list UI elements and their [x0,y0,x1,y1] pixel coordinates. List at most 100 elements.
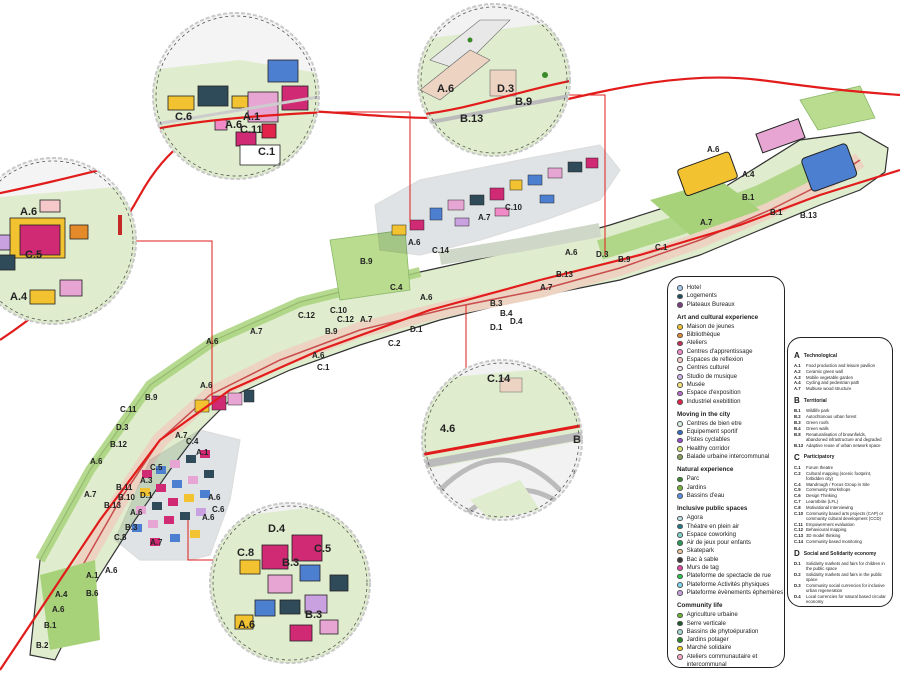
legend-strategy-text: Adaptive reuse of urban network space [806,442,881,448]
zone-label: D.1 [410,325,423,334]
legend-strategy-code: A.7 [794,386,801,392]
zone-label: A.7 [150,538,163,547]
strategy-legend: A Technological A.1 Food production and … [787,337,893,607]
legend-strategy-text: Wildlife park [806,408,830,414]
legend-strategy-item: C.13 3D model thinking [794,533,887,538]
legend-item: Equipement sportif [677,428,778,436]
legend-item: Ateliers communautaire et [677,653,778,661]
legend-strategy-text: Community Workshops [806,487,851,493]
legend-item: Pistes cyclables [677,436,778,444]
legend-item-label: Balade urbaine intercommunal [686,453,770,461]
legend-strategy-code: B.8 [794,431,801,437]
zone-label: A.6 [105,566,118,575]
legend-strategy-code: B.1 [794,408,801,414]
zone-label: B.9 [515,96,532,108]
legend-section-header: B Territorial [794,396,887,405]
legend-item-label: Ateliers [686,339,707,347]
zone-label: C.10 [505,203,522,212]
legend-swatch [677,357,683,364]
legend-item-label: Centres de bien etre [686,419,742,427]
legend-item-label: Plateforme évènements éphemères [686,588,784,596]
legend-strategy-code: B.13 [794,442,804,448]
zone-label: A.6 [206,337,219,346]
legend-strategy-text: LearnIbrite (LFL) [806,498,839,504]
legend-swatch [677,620,683,627]
legend-item-label: Bac à sable [686,555,719,563]
legend-swatch [677,349,683,355]
legend-item: Espaces de reflexion [677,356,778,364]
legend-swatch [677,324,683,330]
zone-label: B.11 [116,483,133,492]
zone-label: B.9 [145,393,158,402]
legend-strategy-code: C.1 [794,464,801,470]
zone-label: A.7 [700,218,713,227]
legend-item: Centres culturel [677,364,778,372]
legend-strategy-code: D.3 [794,583,801,589]
legend-strategy-code: C.2 [794,470,801,476]
legend-item: Industriel exebitition [677,398,778,406]
magnifier-lens-c14: C.14 4.6 B. D [421,359,583,521]
legend-strategy-code: C.4 [794,481,801,487]
legend-strategy-text: Local currencies for natural based circu… [806,594,886,605]
zone-label: D.4 [268,523,286,535]
legend-item-label: Healthy corridor [686,444,730,452]
legend-item-label: Centres d'apprentissage [686,347,753,355]
zone-label: C.6 [212,505,225,514]
legend-strategy-code: B.2 [794,414,801,420]
magnifier-lens-c5: A.6 C.5 A.4 [0,157,137,325]
legend-item-label: Espace d'exposition [686,389,741,397]
legend-swatch [677,429,683,436]
legend-section-title: Community life [677,602,723,610]
legend-strategy-item: C.8 Motivational Interviewing [794,505,887,510]
legend-swatch [677,454,683,460]
zone-label: B.9 [325,327,338,336]
legend-item: Murs de tag [677,564,778,572]
legend-swatch [677,590,683,596]
legend-item: Plateforme Activités physiques [677,581,778,589]
zone-label: B.9 [360,257,373,266]
legend-strategy-code: C.8 [794,504,801,510]
legend-item-label: Logements [686,292,717,300]
legend-item: Healthy corridor [677,445,778,453]
legend-strategy-item: B.4 Green walls [794,426,887,431]
legend-strategy-code: C.5 [794,487,801,493]
legend-swatch [677,332,683,339]
legend-swatch [677,548,683,555]
zone-label: B.3 [282,557,299,569]
legend-item: Balade urbaine intercommunal [677,453,778,461]
legend-strategy-text: Forum theatre [806,464,833,470]
legend-strategy-item: D.1 Solidarity markets and fairs for chi… [794,561,887,571]
legend-item: Bac à sable [677,556,778,564]
magnifier-lens-c6: C.6 A.1 A.6 C.11 C.1 [152,12,320,180]
zone-label: B.1 [44,621,57,630]
building-block-south [114,429,241,561]
legend-strategy-code: C.6 [794,493,801,499]
zone-label: C.14 [432,246,449,255]
legend-item-label: Espace coworking [686,530,737,538]
zone-label: A.6 [202,513,215,522]
legend-strategy-code: D.4 [794,594,801,600]
zone-label: D.1 [490,323,503,332]
legend-swatch [677,484,683,491]
legend-section-title: Inclusive public spaces [677,505,748,513]
zone-label: B.1 [770,208,783,217]
zone-label: B.12 [110,440,127,449]
zone-labels: A.6 B.1 A.4 B.1 B.13 A.7 C.1 B.9 D.3 B.1… [36,145,817,650]
legend-swatch [677,301,683,308]
legend-item: Plateaux Bureaux [677,301,778,309]
legend-item: Bibliothèque [677,331,778,339]
legend-strategy-item: B.2 Autochtonous urban forest [794,414,887,419]
legend-section-letter: A [794,351,800,360]
zone-label: B.6 [86,589,99,598]
zone-label: C.8 [114,533,127,542]
legend-strategy-item: C.4 Wandrough / Focus Group in Site [794,482,887,487]
zone-label: C.14 [487,373,511,385]
legend-swatch [677,493,683,499]
legend-item-label: Jardins [686,483,707,491]
legend-swatch [677,365,683,372]
legend-swatch [677,645,683,652]
legend-strategy-item: C.14 Community based monitoring [794,539,887,544]
zone-label: A.7 [250,327,263,336]
legend-strategy-text: Autochtonous urban forest [806,414,857,420]
legend-strategy-code: A.3 [794,374,801,380]
